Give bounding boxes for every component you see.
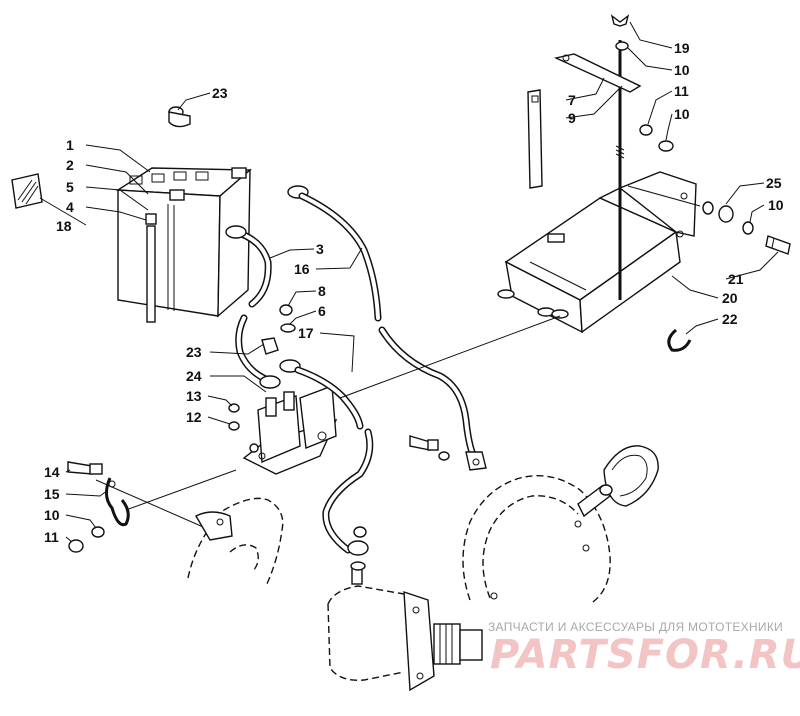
callout-25: 25 — [766, 175, 782, 191]
callout-2: 2 — [66, 157, 74, 173]
watermark-tagline: ЗАПЧАСТИ И АКСЕССУАРЫ ДЛЯ МОТОТЕХНИКИ — [488, 620, 784, 634]
callout-4: 4 — [66, 199, 74, 215]
battery-tray — [497, 171, 697, 334]
callout-24: 24 — [186, 368, 202, 384]
callout-6: 6 — [318, 303, 326, 319]
assembly-lines — [95, 185, 701, 531]
callout-15: 15 — [44, 486, 60, 502]
bracket-9 — [553, 53, 642, 93]
callout-8: 8 — [318, 283, 326, 299]
watermark-logo: PARTSFOR.RU — [490, 632, 800, 678]
callout-11-top: 11 — [674, 83, 689, 99]
callout-7: 7 — [568, 92, 576, 108]
battery-strap — [145, 213, 157, 323]
wing-nut — [610, 14, 630, 27]
callout-20: 20 — [722, 290, 738, 306]
callout-19: 19 — [674, 40, 690, 56]
callout-23-mid: 23 — [186, 344, 202, 360]
callout-13: 13 — [186, 388, 202, 404]
callout-9: 9 — [568, 110, 576, 126]
cable-17 — [294, 366, 374, 556]
clip-22 — [667, 328, 692, 352]
strap-7 — [527, 89, 543, 189]
cable-16 — [287, 185, 487, 471]
washer-10-top — [658, 140, 674, 152]
battery — [115, 167, 252, 318]
solenoid — [242, 337, 338, 475]
starter-motor — [327, 526, 483, 692]
washer-6 — [280, 323, 296, 333]
washer-10-right — [742, 221, 754, 235]
battery-decal — [11, 173, 43, 209]
callout-numbers: 1 2 3 4 5 6 7 8 9 10 10 10 10 11 11 12 1… — [44, 40, 784, 545]
bolt-21 — [765, 235, 791, 255]
washer-25 — [702, 201, 734, 223]
callout-11-left: 11 — [44, 529, 59, 545]
bracket-15 — [105, 477, 130, 527]
bolt-14 — [67, 461, 103, 475]
callout-3: 3 — [316, 241, 324, 257]
nut-8 — [279, 304, 293, 316]
solenoid-mount-bolt — [409, 435, 450, 461]
callout-5: 5 — [66, 179, 74, 195]
washer-10-left — [91, 526, 105, 538]
terminal-boot-top — [168, 106, 191, 128]
callout-17: 17 — [298, 325, 314, 341]
nut-11-left — [68, 539, 84, 553]
callout-22: 22 — [722, 311, 738, 327]
callout-21: 21 — [728, 271, 744, 287]
callout-18: 18 — [56, 218, 72, 234]
callout-10-right: 10 — [768, 197, 784, 213]
callout-23-top: 23 — [212, 85, 228, 101]
callout-10-left: 10 — [44, 507, 60, 523]
callout-1: 1 — [66, 137, 74, 153]
flywheel-housing — [462, 445, 659, 605]
engine-casting — [187, 497, 284, 587]
callout-16: 16 — [294, 261, 310, 277]
callout-10-top: 10 — [674, 62, 690, 78]
cable-3 — [225, 225, 272, 384]
callout-10-mid: 10 — [674, 106, 690, 122]
nut-11-top — [639, 124, 653, 136]
washer-top — [615, 41, 629, 51]
callout-12: 12 — [186, 409, 202, 425]
callout-14: 14 — [44, 464, 60, 480]
leader-lines — [39, 21, 779, 543]
washer-12 — [228, 421, 240, 431]
